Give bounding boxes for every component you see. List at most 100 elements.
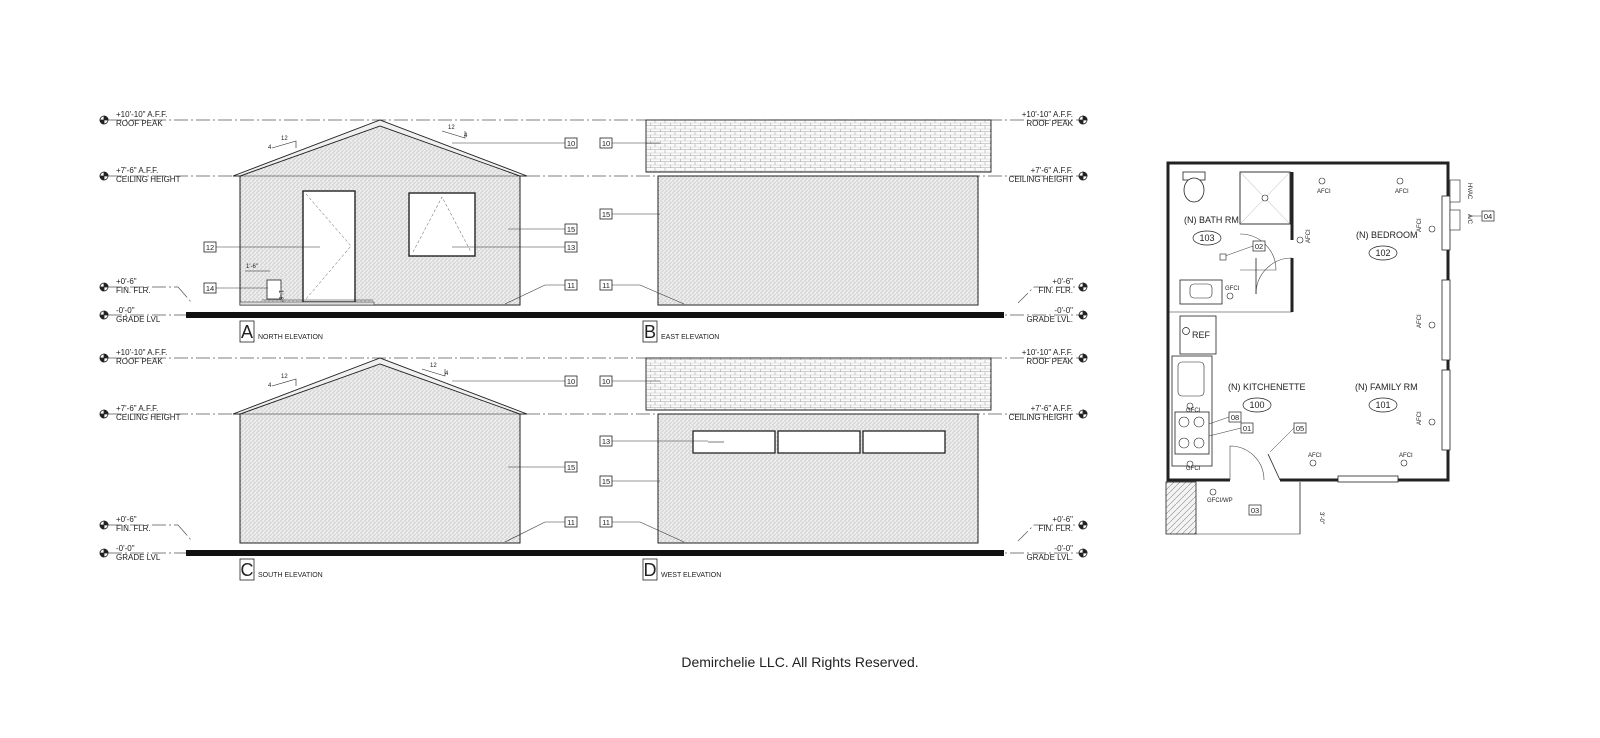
keynote-tags: 10 10 15 15 13 12 14 11 11 10 10 15 13 1… bbox=[203, 137, 613, 528]
level-markers bbox=[99, 115, 1088, 558]
keynote-tag: 15 bbox=[599, 475, 613, 487]
elevation-letter: B bbox=[644, 322, 656, 342]
east-window bbox=[1441, 279, 1451, 361]
svg-text:01: 01 bbox=[1243, 424, 1251, 433]
level-name: CEILING HEIGHT bbox=[1009, 175, 1074, 184]
clerestory-window bbox=[862, 430, 946, 454]
svg-text:4: 4 bbox=[268, 145, 272, 151]
roof-slope-left: 12 4 bbox=[268, 136, 297, 151]
east-window bbox=[1441, 369, 1451, 451]
svg-text:10: 10 bbox=[602, 139, 610, 148]
keynote-tag: 13 bbox=[564, 241, 578, 253]
vanity bbox=[1179, 279, 1223, 305]
plan-tag: 02 bbox=[1252, 240, 1266, 252]
keynote-tag: 10 bbox=[564, 375, 578, 387]
vent-height-dim: 1'-6" bbox=[277, 290, 283, 302]
afci-labels: AFCI AFCI AFCI AFCI AFCI AFCI AFCI AFCI bbox=[1306, 189, 1423, 459]
svg-text:04: 04 bbox=[1484, 212, 1492, 221]
level-elev: +10'-10" A.F.F. bbox=[116, 110, 167, 119]
level-elev: +0'-6" bbox=[116, 515, 137, 524]
svg-text:AFCI: AFCI bbox=[1417, 411, 1423, 425]
room-name: (N) BATH RM bbox=[1184, 215, 1239, 225]
svg-text:03: 03 bbox=[1251, 506, 1259, 515]
level-elev: +10'-10" A.F.F. bbox=[116, 348, 167, 357]
level-name: ROOF PEAK bbox=[116, 119, 163, 128]
keynote-tag: 11 bbox=[564, 279, 578, 291]
svg-text:AFCI: AFCI bbox=[1317, 189, 1331, 195]
elevation-title: WEST ELEVATION bbox=[661, 572, 721, 579]
svg-text:15: 15 bbox=[567, 463, 575, 472]
keynote-tag: 10 bbox=[599, 137, 613, 149]
gfci-label: GFCI bbox=[1186, 466, 1201, 472]
room-number: 102 bbox=[1375, 248, 1390, 258]
kitchen-sink bbox=[1177, 361, 1205, 397]
roof-slope-left: 12 4 bbox=[268, 374, 297, 389]
leader-lines bbox=[216, 142, 708, 543]
roof-slope-right: 12 4 bbox=[441, 125, 468, 139]
svg-text:11: 11 bbox=[602, 518, 610, 527]
level-elev: +10'-10" A.F.F. bbox=[1022, 348, 1073, 357]
svg-text:12: 12 bbox=[281, 136, 288, 142]
svg-text:15: 15 bbox=[602, 477, 610, 486]
room-number: 103 bbox=[1199, 233, 1214, 243]
west-elevation bbox=[645, 357, 992, 544]
level-elev: -0'-0" bbox=[116, 306, 135, 315]
keynote-tag: 11 bbox=[564, 516, 578, 528]
keynote-tag: 11 bbox=[599, 516, 613, 528]
plan-tag: 08 bbox=[1228, 411, 1242, 423]
level-elev: -0'-0" bbox=[1054, 544, 1073, 553]
elevation-title: EAST ELEVATION bbox=[661, 334, 719, 341]
svg-text:11: 11 bbox=[602, 281, 610, 290]
room-number: 100 bbox=[1249, 400, 1264, 410]
svg-text:10: 10 bbox=[567, 139, 575, 148]
gfci-wp-label: GFCI/WP bbox=[1207, 498, 1233, 504]
entry-door-swing bbox=[1229, 445, 1265, 481]
clerestory-window bbox=[777, 430, 861, 454]
svg-text:15: 15 bbox=[602, 210, 610, 219]
level-elev: -0'-0" bbox=[116, 544, 135, 553]
level-name: CEILING HEIGHT bbox=[116, 175, 181, 184]
plan-tag: 01 bbox=[1240, 422, 1254, 434]
svg-text:4: 4 bbox=[445, 371, 449, 377]
level-name: ROOF PEAK bbox=[1026, 119, 1073, 128]
svg-text:14: 14 bbox=[206, 284, 214, 293]
north-elevation: 1'-6" 1'-6" 12 4 12 4 bbox=[232, 119, 528, 306]
svg-text:10: 10 bbox=[567, 377, 575, 386]
level-labels-right: +10'-10" A.F.F. ROOF PEAK +7'-6" A.F.F. … bbox=[1009, 110, 1074, 562]
keynote-tag: 15 bbox=[564, 223, 578, 235]
elevation-captions: A NORTH ELEVATION B EAST ELEVATION C SOU… bbox=[239, 320, 721, 581]
ref-label: REF bbox=[1192, 330, 1211, 340]
plan-tag: 05 bbox=[1293, 422, 1307, 434]
level-elev: +0'-6" bbox=[1052, 277, 1073, 286]
keynote-tag: 11 bbox=[599, 279, 613, 291]
level-name: GRADE LVL. bbox=[1026, 553, 1073, 562]
level-name: FIN. FLR. bbox=[1038, 286, 1073, 295]
level-elev: -0'-0" bbox=[1054, 306, 1073, 315]
svg-text:08: 08 bbox=[1231, 413, 1239, 422]
hvac-label: HVAC bbox=[1466, 183, 1472, 200]
level-elev: +7'-6" A.F.F. bbox=[1031, 166, 1073, 175]
grade-bar-bottom bbox=[186, 550, 1004, 556]
level-elev: +0'-6" bbox=[116, 277, 137, 286]
roof-slope-right: 12 4 bbox=[421, 363, 449, 377]
keynote-tag: 10 bbox=[564, 137, 578, 149]
keynote-tag: 14 bbox=[203, 282, 217, 294]
keynote-tag: 15 bbox=[599, 208, 613, 220]
bedroom-door-swing bbox=[1255, 257, 1293, 295]
elevation-letter: C bbox=[241, 560, 254, 580]
afci-outlets bbox=[1296, 177, 1436, 467]
level-elev: +0'-6" bbox=[1052, 515, 1073, 524]
svg-text:13: 13 bbox=[567, 243, 575, 252]
svg-text:12: 12 bbox=[281, 374, 288, 380]
level-name: CEILING HEIGHT bbox=[116, 413, 181, 422]
svg-text:15: 15 bbox=[567, 225, 575, 234]
elevation-title: SOUTH ELEVATION bbox=[258, 572, 323, 579]
grade-bar-top bbox=[186, 312, 1004, 318]
room-name: (N) KITCHENETTE bbox=[1228, 382, 1306, 392]
svg-text:4: 4 bbox=[268, 383, 272, 389]
elevation-letter: D bbox=[644, 560, 657, 580]
level-elev: +7'-6" A.F.F. bbox=[116, 404, 158, 413]
svg-text:AFCI: AFCI bbox=[1306, 229, 1312, 243]
